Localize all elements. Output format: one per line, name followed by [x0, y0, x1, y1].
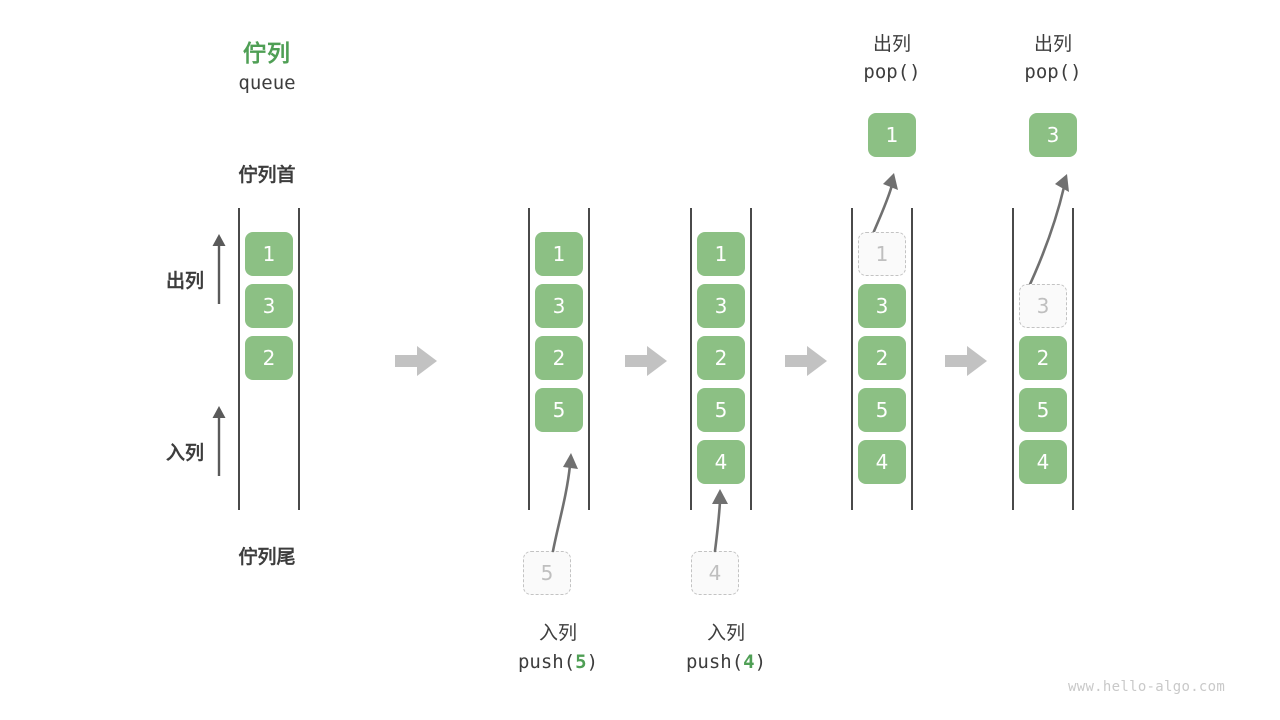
queue-column-pop-1: 1 3 2 5 4 — [851, 208, 913, 510]
rail-right — [911, 208, 913, 510]
pop-arrow-icon — [1024, 174, 1069, 295]
queue-column-initial: 1 3 2 — [238, 208, 300, 510]
push-arrow-icon — [551, 453, 578, 553]
op-header-cn: 出列 — [872, 33, 911, 55]
flow-arrow-icon — [395, 346, 437, 376]
queue-column-pop-3: 3 2 5 4 — [1012, 208, 1074, 510]
rail-right — [750, 208, 752, 510]
watermark: www.hello-algo.com — [1068, 679, 1226, 695]
queue-cell: 1 — [245, 232, 293, 276]
queue-column-push-5: 1 3 2 5 — [528, 208, 590, 510]
op-header-code: pop() — [863, 61, 921, 83]
caption-code-arg: 5 — [575, 651, 587, 673]
rail-left — [1012, 208, 1014, 510]
rail-right — [298, 208, 300, 510]
incoming-ghost-cell: 5 — [523, 551, 571, 595]
queue-cell: 2 — [535, 336, 583, 380]
diagram-title-code: queue — [238, 72, 296, 94]
queue-cell: 2 — [858, 336, 906, 380]
queue-head-label: 佇列首 — [238, 164, 296, 186]
caption-code-fn: push( — [517, 651, 576, 673]
rail-left — [690, 208, 692, 510]
queue-cell: 1 — [697, 232, 745, 276]
queue-cell: 2 — [245, 336, 293, 380]
rail-left — [851, 208, 853, 510]
dequeue-direction-label: 出列 — [165, 270, 204, 292]
queue-cell: 3 — [245, 284, 293, 328]
rail-left — [528, 208, 530, 510]
enqueue-direction-label: 入列 — [165, 442, 204, 464]
caption-code-end: ) — [586, 651, 599, 673]
queue-cell-new: 4 — [697, 440, 745, 484]
incoming-ghost-cell: 4 — [691, 551, 739, 595]
rail-right — [588, 208, 590, 510]
rail-left — [238, 208, 240, 510]
popped-cell: 1 — [868, 113, 916, 157]
op-header-pop-1: 出列 pop() — [812, 31, 972, 87]
queue-cell: 3 — [858, 284, 906, 328]
popped-cell: 3 — [1029, 113, 1077, 157]
caption-code-arg: 4 — [743, 651, 755, 673]
caption-push-4: 入列 push(4) — [646, 620, 806, 678]
queue-cell: 5 — [858, 388, 906, 432]
queue-cell: 3 — [697, 284, 745, 328]
queue-cell: 1 — [535, 232, 583, 276]
op-header-cn: 出列 — [1033, 33, 1072, 55]
queue-cell: 5 — [697, 388, 745, 432]
queue-cell: 4 — [858, 440, 906, 484]
caption-cn: 入列 — [706, 622, 745, 644]
dequeue-direction-arrow-icon — [212, 234, 226, 304]
queue-cell: 3 — [535, 284, 583, 328]
caption-cn: 入列 — [538, 622, 577, 644]
queue-cell: 2 — [697, 336, 745, 380]
caption-code: push(5) — [478, 646, 638, 678]
caption-code: push(4) — [646, 646, 806, 678]
queue-cell-ghost: 3 — [1019, 284, 1067, 328]
queue-cell: 4 — [1019, 440, 1067, 484]
queue-column-push-4: 1 3 2 5 4 — [690, 208, 752, 510]
diagram-title-cn: 佇列 — [243, 41, 291, 67]
rail-right — [1072, 208, 1074, 510]
push-arrow-icon — [712, 489, 728, 553]
caption-push-5: 入列 push(5) — [478, 620, 638, 678]
op-header-pop-3: 出列 pop() — [973, 31, 1133, 87]
flow-arrow-icon — [785, 346, 827, 376]
queue-cell: 5 — [1019, 388, 1067, 432]
caption-code-fn: push( — [685, 651, 744, 673]
flow-arrow-icon — [945, 346, 987, 376]
caption-code-end: ) — [754, 651, 767, 673]
queue-tail-label: 佇列尾 — [238, 546, 296, 568]
queue-cell: 2 — [1019, 336, 1067, 380]
op-header-code: pop() — [1024, 61, 1082, 83]
enqueue-direction-arrow-icon — [212, 406, 226, 476]
queue-cell-new: 5 — [535, 388, 583, 432]
queue-cell-ghost: 1 — [858, 232, 906, 276]
flow-arrow-icon — [625, 346, 667, 376]
